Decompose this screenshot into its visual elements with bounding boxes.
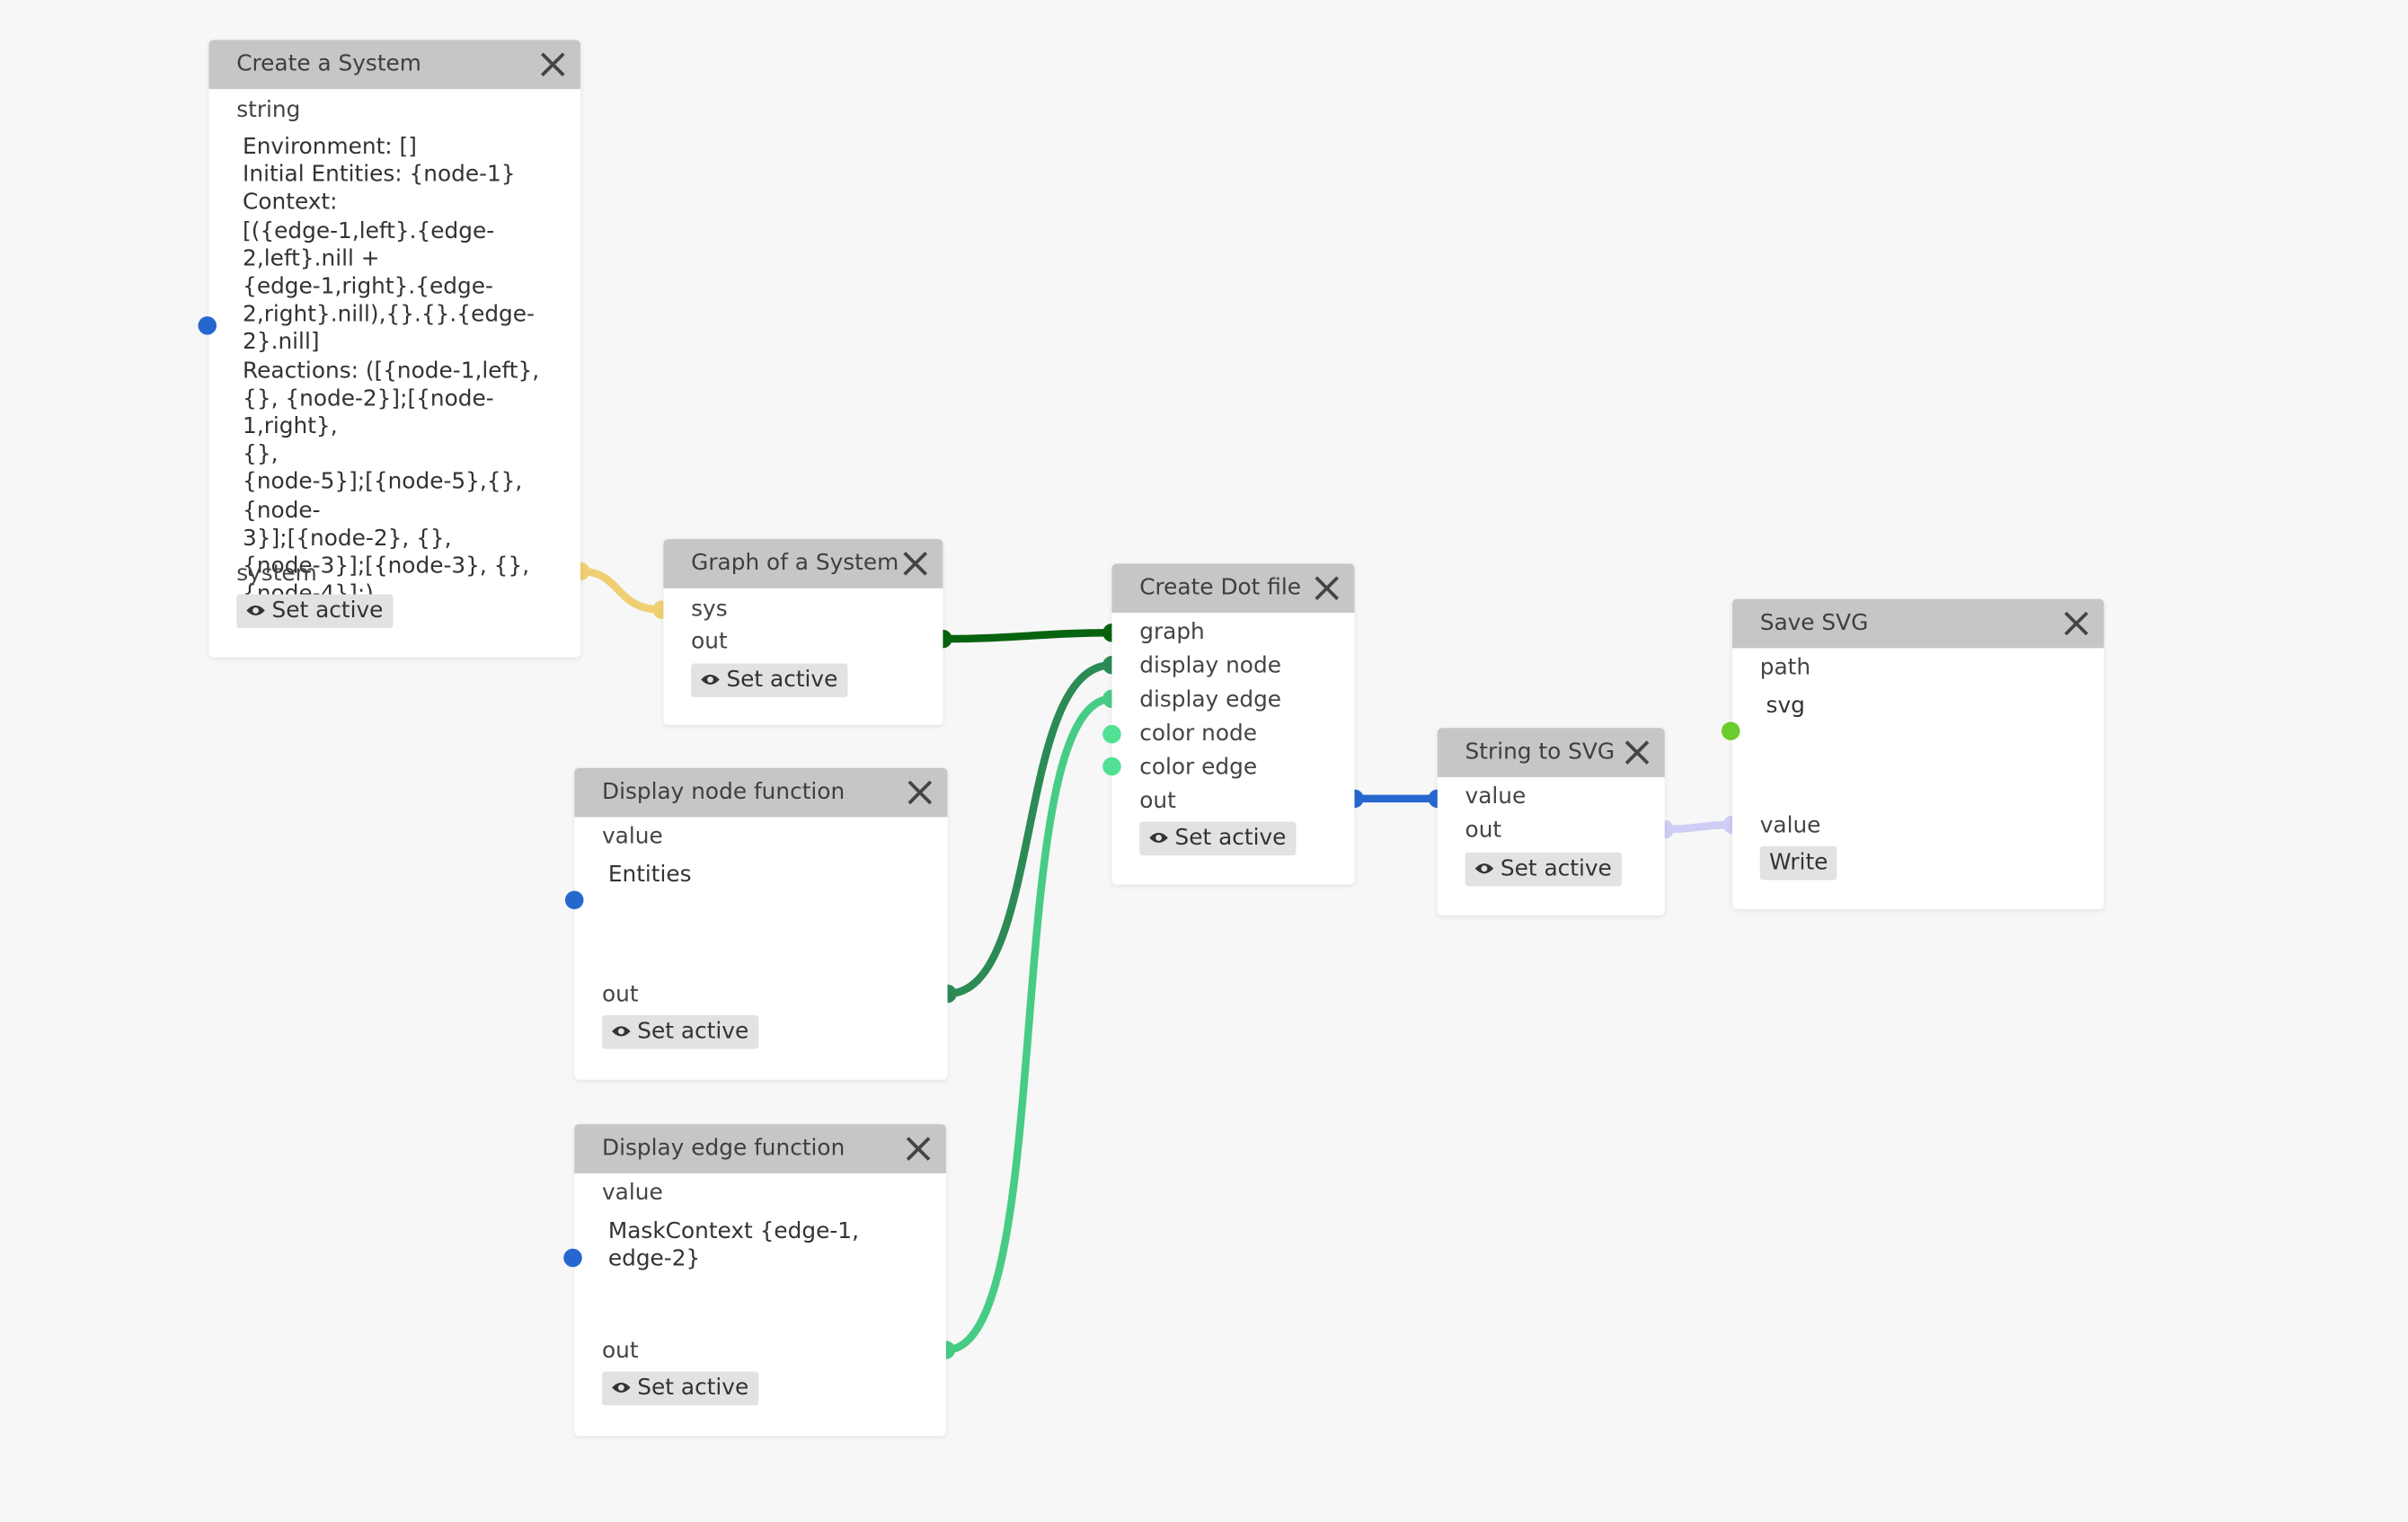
node-display-edge-function[interactable]: Display edge function value MaskContext … [563,1124,946,1437]
input-label-value: value [601,824,663,850]
input-port-color-node[interactable] [1102,724,1121,744]
node-title: Create a System [236,52,421,77]
write-button[interactable]: Write [1759,845,1837,880]
input-label-color-node: color node [1139,721,1257,747]
node-title: Create Dot file [1139,576,1302,601]
eye-icon [612,1026,631,1037]
set-active-button[interactable]: Set active [601,1371,758,1406]
set-active-button[interactable]: Set active [601,1014,758,1049]
close-icon[interactable] [1618,734,1655,771]
output-label-out: out [1139,789,1176,814]
wire-system-to-sys[interactable] [576,567,666,614]
input-label-value: value [601,1181,663,1206]
input-port-value[interactable] [564,890,584,909]
node-title: Display node function [601,780,845,805]
node-header[interactable]: Display node function [574,767,948,818]
wire-display-node-out-to-display-node[interactable] [943,660,1116,998]
path-value[interactable]: svg [1766,694,1805,719]
node-header[interactable]: Create Dot file [1111,563,1355,614]
node-create-dot-file[interactable]: Create Dot file graph display node displ… [1102,563,1355,885]
node-save-svg[interactable]: Save SVG path svg value Write [1721,598,2104,909]
set-active-button[interactable]: Set active [236,594,393,629]
wire-graph-out-to-graph[interactable] [939,628,1116,643]
input-port-path[interactable] [1721,721,1740,740]
set-active-label: Set active [1500,856,1612,882]
close-icon[interactable] [1308,570,1345,606]
eye-icon [1149,832,1168,844]
set-active-button[interactable]: Set active [1139,821,1296,856]
input-port-string[interactable] [198,316,217,335]
node-string-to-svg[interactable]: String to SVG value out Set active [1437,728,1665,916]
set-active-button[interactable]: Set active [691,663,847,698]
set-active-label: Set active [637,1376,749,1401]
set-active-button[interactable]: Set active [1465,852,1622,887]
node-header[interactable]: Save SVG [1731,598,2104,649]
eye-icon [246,605,265,616]
output-label-out: out [601,983,639,1008]
output-label-out: out [691,629,728,655]
input-label-display-node: display node [1139,654,1281,679]
function-value[interactable]: Entities [607,863,692,889]
close-icon[interactable] [901,774,938,811]
node-header[interactable]: Graph of a System [663,538,943,588]
node-header[interactable]: Display edge function [574,1124,946,1173]
eye-icon [701,674,720,685]
string-value[interactable]: Environment: [] Initial Entities: {node-… [243,135,540,606]
input-label-sys: sys [691,597,728,623]
input-label-value: value [1759,813,1821,839]
close-icon[interactable] [897,545,934,582]
eye-icon [1474,863,1494,874]
input-label-value: value [1465,784,1527,810]
node-title: String to SVG [1465,739,1616,765]
node-title: Save SVG [1759,611,1869,636]
input-label-color-edge: color edge [1139,756,1258,781]
node-graph-of-system[interactable]: Graph of a System sys out Set active [663,538,943,725]
node-header[interactable]: String to SVG [1437,728,1665,777]
node-title: Graph of a System [691,551,899,577]
input-port-value[interactable] [563,1248,582,1268]
write-label: Write [1768,851,1828,876]
eye-icon [612,1382,631,1393]
node-display-node-function[interactable]: Display node function value Entities out… [564,767,948,1080]
close-icon[interactable] [2058,605,2094,642]
set-active-label: Set active [1174,826,1287,852]
output-label-system: system [236,562,317,587]
close-icon[interactable] [535,46,571,83]
input-label-display-edge: display edge [1139,687,1282,713]
output-label-out: out [1465,819,1502,844]
wire-svg-out-to-value[interactable] [1660,820,1737,834]
input-label-graph: graph [1139,620,1205,645]
set-active-label: Set active [637,1020,749,1045]
set-active-label: Set active [271,598,384,624]
input-label-string: string [236,98,301,123]
node-header[interactable]: Create a System [208,40,581,90]
node-title: Display edge function [601,1136,845,1162]
set-active-label: Set active [726,668,838,693]
wire-display-edge-out-to-display-edge[interactable] [942,695,1116,1354]
input-label-path: path [1759,655,1811,681]
close-icon[interactable] [900,1130,937,1167]
input-port-color-edge[interactable] [1102,757,1121,776]
output-label-out: out [601,1339,639,1364]
node-create-system[interactable]: Create a System string Environment: [] I… [198,40,581,658]
function-value[interactable]: MaskContext {edge-1, edge-2} [607,1219,859,1272]
